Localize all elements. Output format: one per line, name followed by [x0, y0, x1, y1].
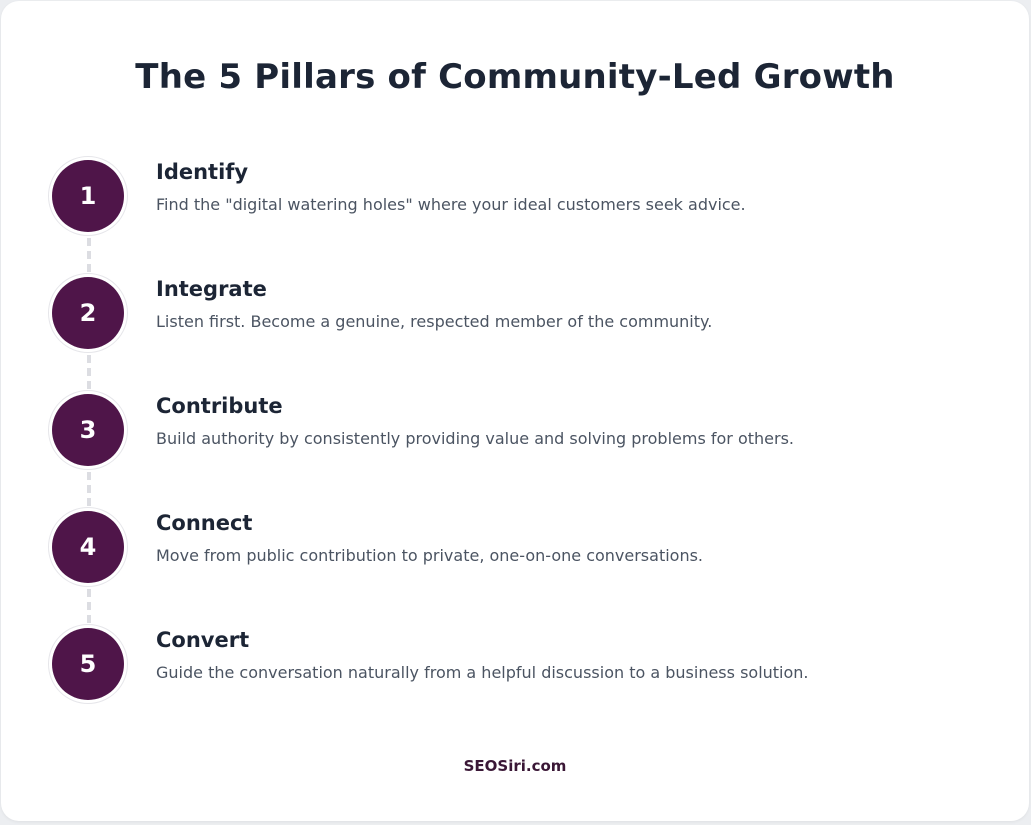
step-description: Build authority by consistently providin… — [156, 429, 795, 448]
dashed-connector — [87, 472, 91, 507]
step-title: Identify — [156, 160, 249, 184]
step-title: Convert — [156, 628, 250, 652]
step-content: Contribute Build authority by consistent… — [156, 392, 794, 450]
dashed-connector — [87, 238, 91, 273]
pillar-step-3: 3 Contribute Build authority by consiste… — [1, 390, 1029, 507]
step-number-badge: 2 — [52, 277, 124, 349]
step-description: Find the "digital watering holes" where … — [156, 195, 746, 214]
step-number-badge: 1 — [52, 160, 124, 232]
step-badge-ring: 4 — [48, 507, 128, 587]
dashed-connector — [87, 355, 91, 390]
step-number-badge: 5 — [52, 628, 124, 700]
step-badge-ring: 1 — [48, 156, 128, 236]
step-description: Listen first. Become a genuine, respecte… — [156, 312, 713, 331]
pillar-step-2: 2 Integrate Listen first. Become a genui… — [1, 273, 1029, 390]
step-content: Integrate Listen first. Become a genuine… — [156, 275, 712, 333]
step-description: Guide the conversation naturally from a … — [156, 663, 809, 682]
step-content: Identify Find the "digital watering hole… — [156, 158, 746, 216]
footer-brand: SEOSiri.com — [463, 757, 567, 775]
step-title: Contribute — [156, 394, 283, 418]
step-title: Connect — [156, 511, 253, 535]
step-badge-ring: 3 — [48, 390, 128, 470]
step-description: Move from public contribution to private… — [156, 546, 704, 565]
page-title: The 5 Pillars of Community-Led Growth — [135, 57, 895, 97]
step-title: Integrate — [156, 277, 267, 301]
dashed-connector — [87, 589, 91, 624]
step-content: Convert Guide the conversation naturally… — [156, 626, 809, 684]
pillar-step-5: 5 Convert Guide the conversation natural… — [1, 624, 1029, 741]
pillar-step-4: 4 Connect Move from public contribution … — [1, 507, 1029, 624]
step-badge-ring: 5 — [48, 624, 128, 704]
step-number-badge: 3 — [52, 394, 124, 466]
step-badge-ring: 2 — [48, 273, 128, 353]
step-number-badge: 4 — [52, 511, 124, 583]
step-content: Connect Move from public contribution to… — [156, 509, 703, 567]
pillar-step-1: 1 Identify Find the "digital watering ho… — [1, 156, 1029, 273]
